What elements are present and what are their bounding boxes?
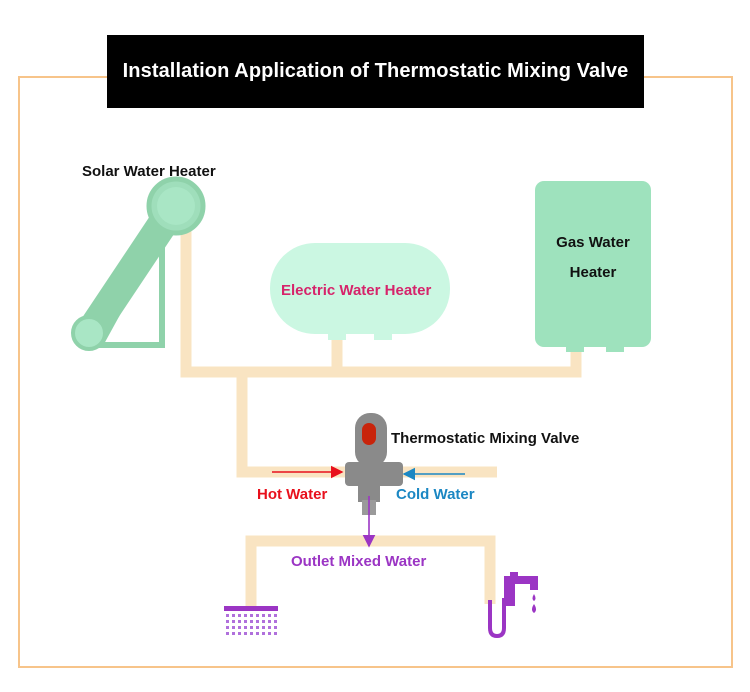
gas-water-heater-label: Gas Water Heater bbox=[535, 228, 651, 288]
faucet-drop-1 bbox=[532, 594, 536, 601]
gas-foot-right bbox=[606, 345, 624, 352]
electric-water-heater bbox=[270, 243, 450, 340]
mixing-valve-label: Thermostatic Mixing Valve bbox=[391, 430, 580, 447]
faucet-icon bbox=[488, 572, 538, 639]
valve-body bbox=[345, 462, 403, 486]
gas-foot-left bbox=[566, 345, 584, 352]
solar-water-heater bbox=[71, 176, 206, 351]
electric-water-heater-label: Electric Water Heater bbox=[281, 282, 432, 299]
outlet-mixed-water-label: Outlet Mixed Water bbox=[291, 553, 427, 570]
outlet-pipes bbox=[245, 535, 496, 606]
gas-tank bbox=[535, 181, 651, 347]
gas-label-line1: Gas Water bbox=[556, 234, 630, 251]
solar-water-heater-label: Solar Water Heater bbox=[82, 163, 216, 180]
gas-label-line2: Heater bbox=[569, 264, 617, 281]
thermostatic-mixing-valve bbox=[345, 413, 403, 515]
valve-knob-indicator bbox=[362, 423, 376, 445]
shower-spray bbox=[226, 614, 277, 635]
valve-outlet-stem bbox=[358, 484, 380, 502]
solar-base-joint bbox=[71, 315, 107, 351]
cold-water-label: Cold Water bbox=[396, 486, 475, 503]
solar-tank-inner bbox=[157, 187, 195, 225]
hot-water-label: Hot Water bbox=[257, 486, 328, 503]
electric-tank bbox=[270, 243, 450, 334]
faucet-drop-2 bbox=[532, 604, 536, 613]
diagram-title: Installation Application of Thermostatic… bbox=[107, 35, 644, 108]
gas-water-heater bbox=[535, 181, 651, 352]
electric-foot-right bbox=[374, 332, 392, 340]
electric-foot-left bbox=[328, 332, 346, 340]
shower-head-icon bbox=[224, 606, 278, 635]
